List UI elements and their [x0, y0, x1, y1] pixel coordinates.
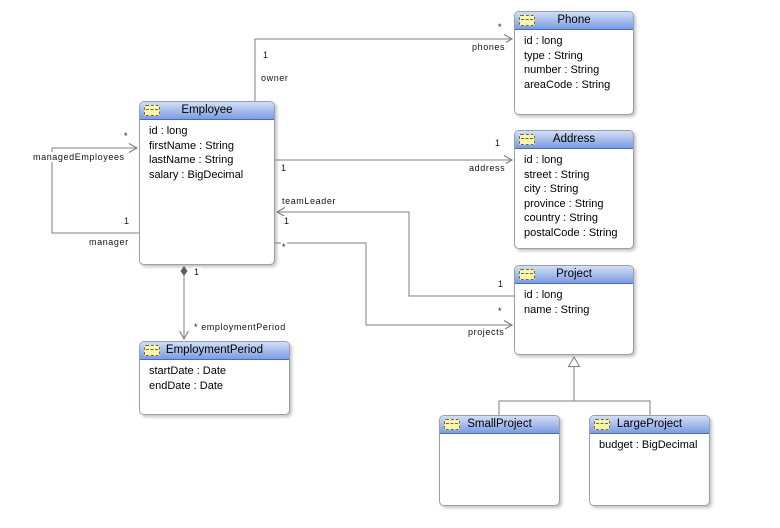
class-attribute: startDate : Date [149, 365, 227, 377]
entity-icon-divider [146, 109, 158, 110]
class-box-address[interactable]: Address id : long street : String city : S… [514, 130, 634, 249]
label-phones-multiplicity: * [497, 22, 504, 32]
class-attribute: type : String [524, 49, 583, 62]
entity-icon [144, 105, 160, 116]
entity-icon-divider [521, 138, 533, 139]
class-title: Project [556, 268, 592, 280]
class-box-project[interactable]: Project id : long name : String [514, 265, 634, 355]
connector-projects[interactable] [275, 242, 514, 330]
class-attribute: id : long [524, 154, 563, 166]
class-attribute: postalCode : String [524, 226, 618, 239]
class-attributes: budget : BigDecimal [590, 434, 709, 453]
class-title: LargeProject [616, 418, 683, 430]
entity-icon-divider [596, 423, 608, 424]
class-header[interactable]: Project [515, 266, 633, 284]
class-header[interactable]: LargeProject [590, 416, 709, 434]
entity-icon [594, 419, 610, 430]
class-attribute: lastName : String [149, 154, 234, 166]
label-projects-role: projects [467, 327, 506, 337]
label-employmentperiod-source-multiplicity: 1 [193, 267, 201, 277]
class-title: SmallProject [467, 418, 532, 430]
class-box-small-project[interactable]: SmallProject [439, 415, 560, 506]
class-attribute: salary : BigDecimal [149, 168, 244, 181]
class-title: Employee [181, 104, 233, 116]
class-box-large-project[interactable]: LargeProject budget : BigDecimal [589, 415, 710, 506]
class-header[interactable]: Address [515, 131, 633, 149]
class-attributes: id : long type : String number : String are… [515, 30, 633, 92]
class-attribute: street : String [524, 168, 590, 181]
label-managedemployees-multiplicity: * [123, 131, 130, 141]
class-attribute: name : String [524, 303, 590, 316]
class-title: Phone [557, 14, 591, 26]
label-employmentperiod-role: * employmentPeriod [193, 322, 287, 332]
class-box-employee[interactable]: Employee id : long firstName : String last… [139, 101, 275, 265]
label-address-role: address [468, 163, 507, 173]
class-title: EmploymentPeriod [165, 344, 264, 356]
label-manager-multiplicity: 1 [123, 216, 131, 226]
label-teamleader-role: teamLeader [281, 196, 338, 206]
class-attribute: id : long [524, 35, 563, 47]
entity-icon [144, 345, 160, 356]
label-managedemployees-role: managedEmployees [32, 152, 126, 162]
entity-icon [444, 419, 460, 430]
entity-icon-divider [146, 349, 158, 350]
class-attribute: areaCode : String [524, 78, 611, 91]
connector-inheritance-branches[interactable] [498, 400, 651, 415]
connector-manager-managedemployees[interactable] [51, 143, 139, 234]
connector-owner-phones[interactable] [254, 34, 514, 101]
class-box-phone[interactable]: Phone id : long type : String number : Str… [514, 11, 634, 115]
class-attribute: id : long [149, 125, 188, 137]
label-owner-role: owner [260, 73, 290, 83]
entity-icon [519, 15, 535, 26]
label-owner-multiplicity: 1 [262, 50, 270, 60]
class-header[interactable]: Phone [515, 12, 633, 30]
class-attributes: id : long firstName : String lastName : St… [140, 120, 274, 182]
label-manager-role: manager [88, 237, 130, 247]
class-header[interactable]: EmploymentPeriod [140, 342, 289, 360]
class-attributes: startDate : Date endDate : Date [140, 360, 289, 393]
label-address-source-multiplicity: 1 [280, 163, 288, 173]
class-attribute: province : String [524, 197, 604, 210]
entity-icon [519, 134, 535, 145]
entity-icon-divider [446, 423, 458, 424]
connector-teamleader[interactable] [275, 207, 514, 297]
class-attribute: endDate : Date [149, 379, 223, 392]
class-attribute: id : long [524, 289, 563, 301]
class-attribute: number : String [524, 64, 600, 76]
entity-icon [519, 269, 535, 280]
class-attributes [440, 434, 559, 438]
class-box-employment-period[interactable]: EmploymentPeriod startDate : Date endDate… [139, 341, 290, 415]
entity-icon-divider [521, 19, 533, 20]
label-teamleader-source-multiplicity: 1 [283, 216, 291, 226]
class-title: Address [552, 133, 596, 145]
label-projects-source-multiplicity: * [281, 242, 288, 252]
class-attribute: firstName : String [149, 139, 234, 152]
class-attribute: budget : BigDecimal [599, 439, 698, 451]
class-attributes: id : long name : String [515, 284, 633, 317]
class-header[interactable]: SmallProject [440, 416, 559, 434]
label-projects-target-multiplicity: * [497, 306, 504, 316]
class-attribute: city : String [524, 183, 579, 195]
class-attribute: country : String [524, 212, 598, 224]
label-teamleader-target-multiplicity: 1 [497, 279, 505, 289]
label-phones-role: phones [471, 42, 507, 52]
class-attributes: id : long street : String city : String pro… [515, 149, 633, 240]
class-header[interactable]: Employee [140, 102, 274, 120]
entity-icon-divider [521, 273, 533, 274]
label-address-target-multiplicity: 1 [494, 138, 502, 148]
